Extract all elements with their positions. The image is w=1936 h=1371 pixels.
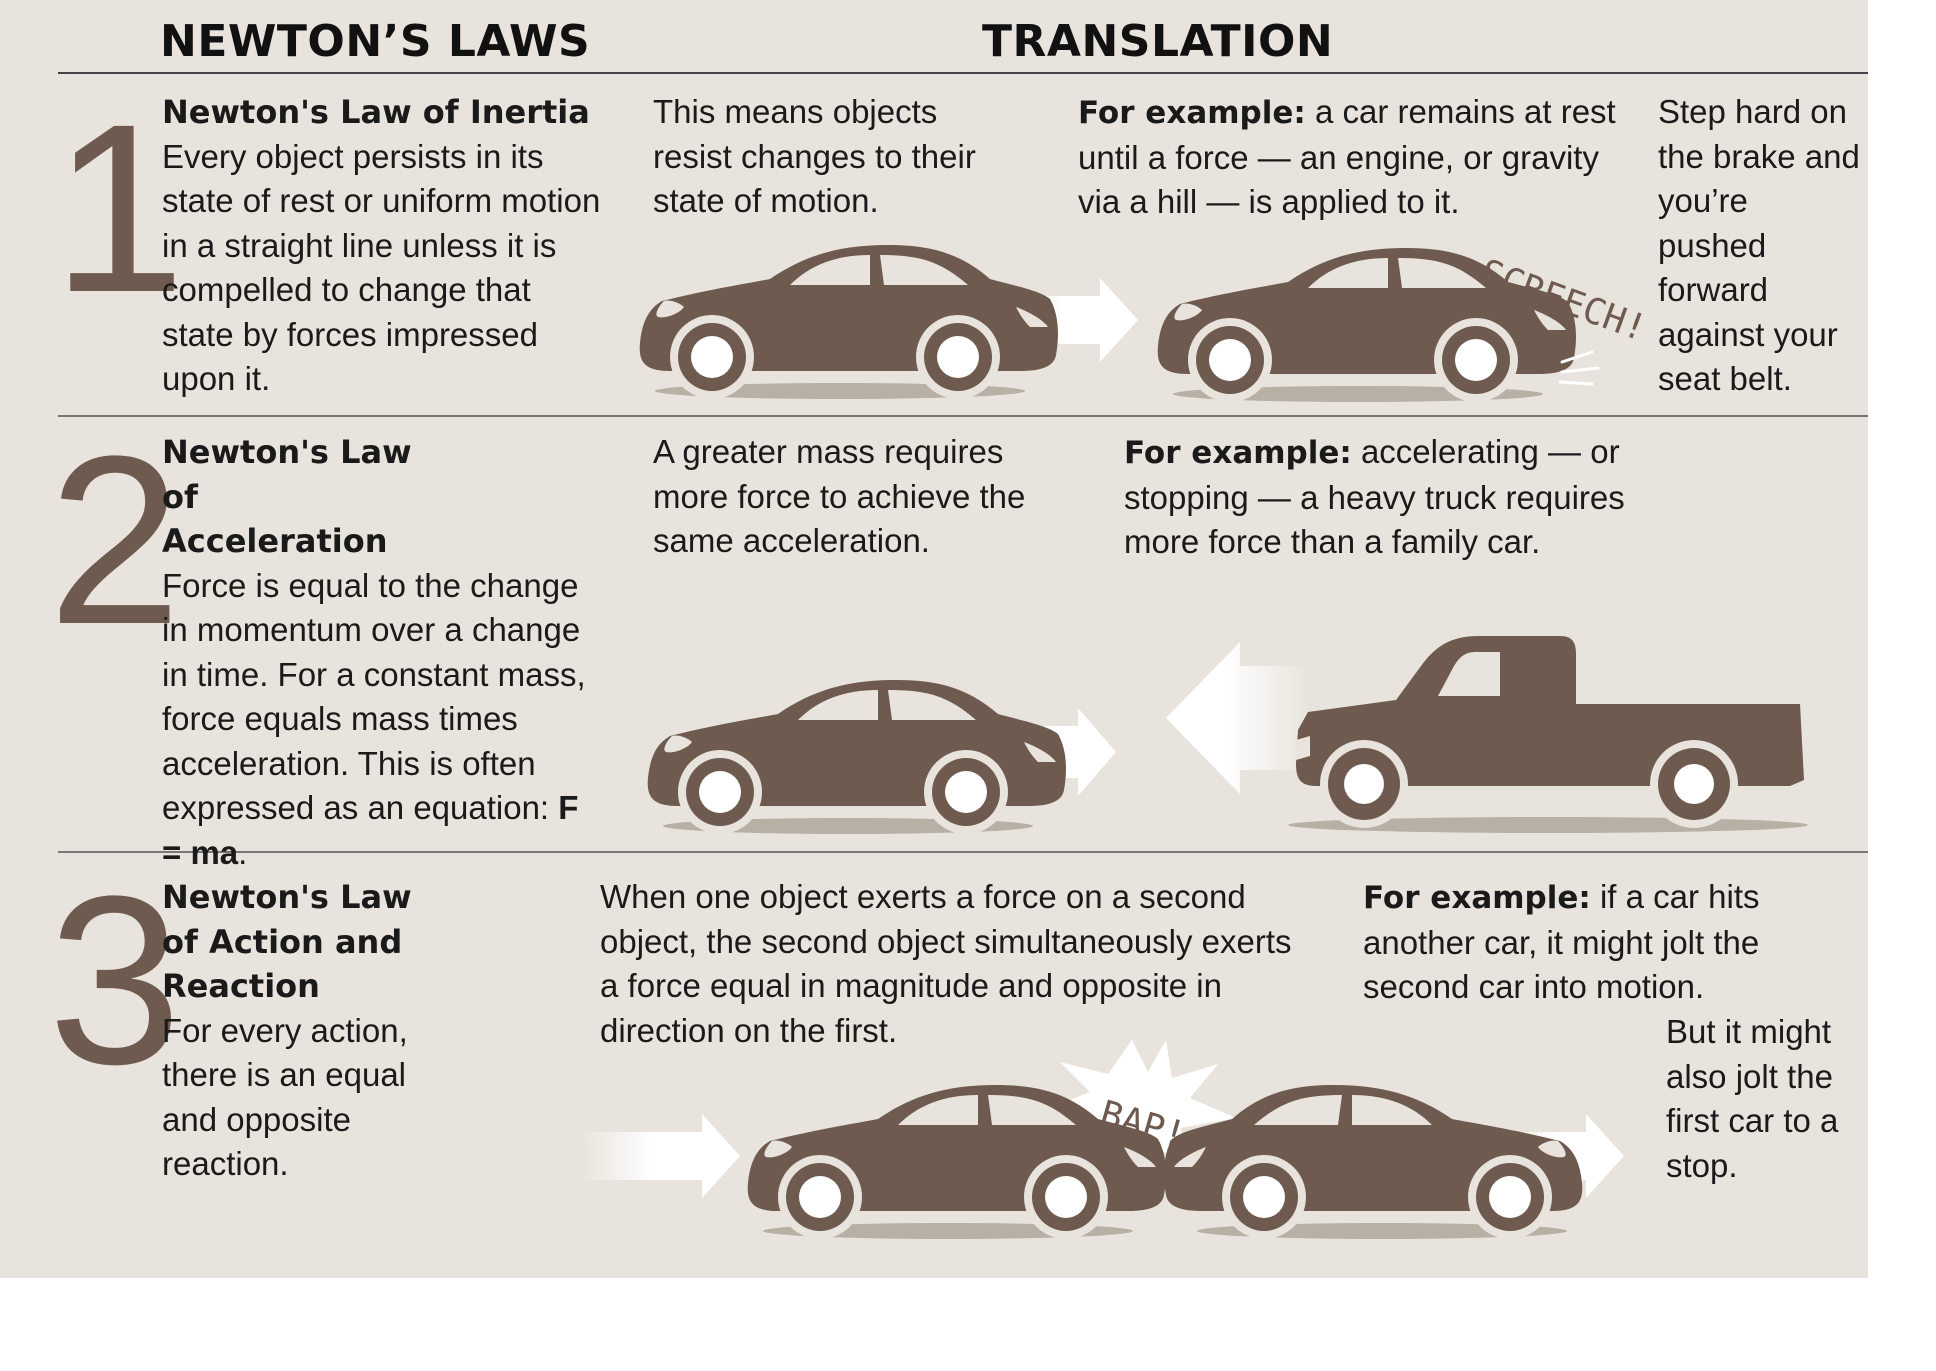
law1-body: Every object persists in its state of re… — [162, 137, 601, 398]
law3-title: Newton's Law of Action and Reaction — [162, 878, 412, 1005]
law2-example: For example: accelerating — or stopping … — [1124, 430, 1669, 565]
row3-arrow-left-car — [580, 1114, 740, 1198]
row-divider-1 — [58, 415, 1868, 417]
law1-meaning: This means objects resist changes to the… — [653, 93, 976, 219]
header-divider — [58, 72, 1868, 74]
law1-example-label: For example: — [1078, 95, 1306, 131]
law1-example-text: a car remains at rest until a force — an… — [1078, 93, 1616, 220]
law1-number: 1 — [52, 74, 186, 342]
header-newtons-laws: NEWTON’S LAWS — [160, 16, 591, 67]
law1-definition: Newton's Law of Inertia Every object per… — [162, 90, 607, 402]
law2-example-label: For example: — [1124, 435, 1352, 471]
row1-brake-lines — [1558, 350, 1600, 386]
law1-aside: Step hard on the brake and you’re pushed… — [1658, 93, 1860, 397]
law3-number: 3 — [48, 846, 182, 1114]
header-translation: TRANSLATION — [982, 16, 1334, 67]
law3-body: For every action, there is an equal and … — [162, 1011, 408, 1183]
law2-title: Newton's Law of Acceleration — [162, 433, 412, 560]
law1-example: For example: a car remains at rest until… — [1078, 90, 1618, 225]
law3-example: For example: if a car hits another car, … — [1363, 875, 1823, 1010]
law3-aside: But it might also jolt the first car to … — [1666, 1013, 1839, 1184]
row-divider-2 — [58, 851, 1868, 853]
infographic-panel: NEWTON’S LAWS TRANSLATION 1 2 3 Newton's… — [0, 0, 1868, 1278]
row3-car-struck — [1164, 1085, 1583, 1239]
law3-meaning: When one object exerts a force on a seco… — [600, 878, 1292, 1049]
law2-definition: Newton's Law of Acceleration Force is eq… — [162, 430, 602, 875]
row1-car-moving — [639, 245, 1058, 399]
law2-number: 2 — [48, 406, 182, 674]
law1-title: Newton's Law of Inertia — [162, 93, 590, 131]
law3-example-label: For example: — [1363, 880, 1591, 916]
law3-example-text: if a car hits another car, it might jolt… — [1363, 878, 1760, 1005]
law2-period: . — [238, 833, 248, 871]
law2-body: Force is equal to the change in momentum… — [162, 566, 586, 827]
law2-meaning: A greater mass requires more force to ac… — [653, 433, 1026, 559]
row2-truck — [1288, 636, 1808, 833]
illustrations: SCREECH! — [580, 245, 1808, 1239]
law2-equation: F = ma — [162, 789, 579, 871]
law2-example-text: accelerating — or stopping — a heavy tru… — [1124, 433, 1625, 560]
row2-car — [647, 680, 1066, 834]
row2-arrow-left — [1166, 642, 1312, 794]
law3-definition: Newton's Law of Action and Reaction For … — [162, 875, 462, 1187]
